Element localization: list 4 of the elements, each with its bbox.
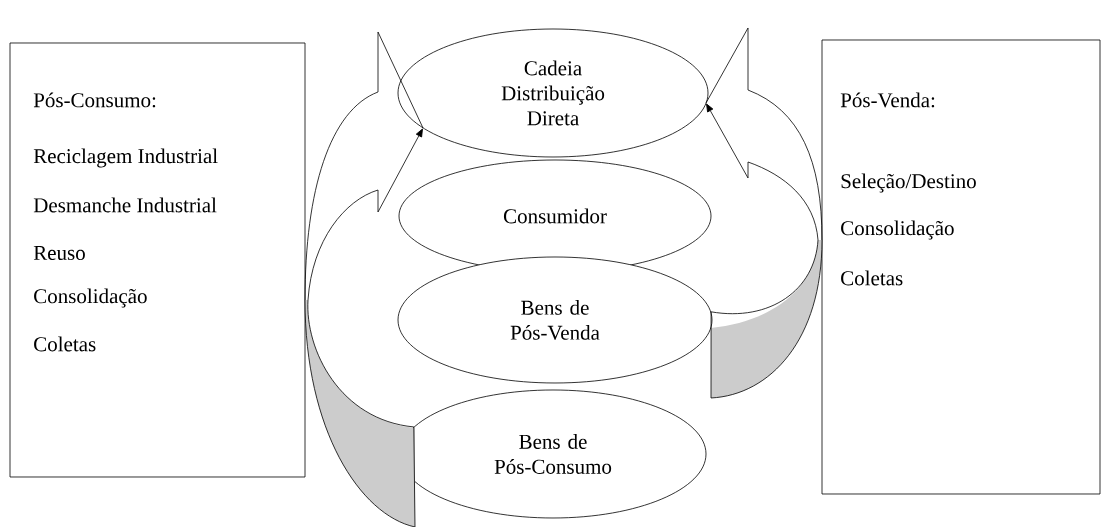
curved-arrow <box>705 27 823 399</box>
curved-arrow <box>304 31 424 527</box>
text-box: Pós-Consumo: Reciclagem Industrial Desmanche Industrial Reuso Consolidação Coletas <box>9 42 306 478</box>
text-box: Pós-Venda: Seleção/Destino Consolidação Coletas <box>821 39 1101 495</box>
